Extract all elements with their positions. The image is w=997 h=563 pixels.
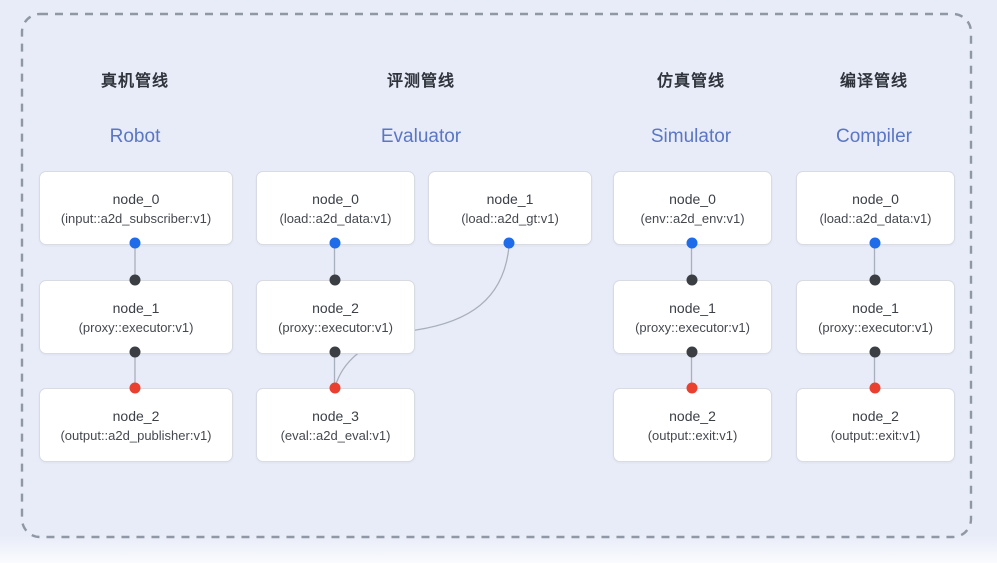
output-port-dot-blue: [329, 237, 340, 249]
node-box-simulator-0: node_0 (env::a2d_env:v1): [613, 171, 772, 245]
node-title: node_1: [486, 190, 534, 207]
pipeline-cn-title-simulator: 仿真管线: [656, 73, 726, 90]
input-port-dot-red: [869, 382, 880, 394]
node-title: node_3: [312, 407, 359, 424]
pipeline-en-title-simulator: Simulator: [650, 126, 732, 147]
node-subtitle: (proxy::executor:v1): [278, 319, 393, 335]
node-title: node_2: [112, 407, 160, 424]
node-subtitle: (input::a2d_subscriber:v1): [60, 210, 212, 226]
node-subtitle: (proxy::executor:v1): [818, 319, 933, 335]
pipeline-cn-title-evaluator: 评测管线: [386, 73, 456, 90]
input-port-dot-dark: [329, 274, 340, 286]
pipeline-cn-title-robot: 真机管线: [100, 73, 170, 90]
node-box-compiler-0: node_0 (load::a2d_data:v1): [796, 171, 955, 245]
node-box-robot-2: node_2 (output::a2d_publisher:v1): [39, 388, 233, 462]
node-title: node_2: [669, 407, 716, 424]
node-title: node_0: [852, 190, 899, 207]
node-title: node_1: [669, 299, 716, 316]
node-subtitle: (output::a2d_publisher:v1): [60, 427, 212, 443]
node-box-compiler-2: node_2 (output::exit:v1): [796, 388, 955, 462]
node-subtitle: (output::exit:v1): [830, 427, 921, 443]
node-box-evaluator-0: node_0 (load::a2d_data:v1): [256, 171, 415, 245]
input-port-dot-red: [129, 382, 141, 394]
node-title: node_0: [312, 190, 359, 207]
output-port-dot-dark: [686, 346, 697, 358]
node-title: node_0: [112, 190, 160, 207]
pipeline-en-title-evaluator: Evaluator: [380, 126, 462, 147]
pipeline-en-title-robot: Robot: [109, 126, 161, 147]
node-title: node_2: [852, 407, 899, 424]
output-port-dot-blue: [686, 237, 697, 249]
pipeline-en-title-compiler: Compiler: [835, 126, 913, 147]
node-box-evaluator-3: node_3 (eval::a2d_eval:v1): [256, 388, 415, 462]
node-subtitle: (output::exit:v1): [647, 427, 738, 443]
output-port-dot-blue: [503, 237, 515, 249]
node-box-simulator-2: node_2 (output::exit:v1): [613, 388, 772, 462]
node-title: node_1: [852, 299, 899, 316]
output-port-dot-dark: [329, 346, 340, 358]
pipeline-cn-title-compiler: 编译管线: [839, 73, 909, 90]
node-box-evaluator-2: node_2 (proxy::executor:v1): [256, 280, 415, 354]
input-port-dot-dark: [129, 274, 141, 286]
connector-evaluator-1-3-curve: [335, 245, 510, 385]
output-port-dot-blue: [129, 237, 141, 249]
node-box-robot-1: node_1 (proxy::executor:v1): [39, 280, 233, 354]
input-port-dot-red: [686, 382, 697, 394]
node-subtitle: (eval::a2d_eval:v1): [280, 427, 391, 443]
node-title: node_0: [669, 190, 716, 207]
node-box-robot-0: node_0 (input::a2d_subscriber:v1): [39, 171, 233, 245]
node-subtitle: (load::a2d_gt:v1): [461, 210, 559, 226]
output-port-dot-blue: [869, 237, 880, 249]
input-port-dot-dark: [686, 274, 697, 286]
dashed-frame: [20, 12, 973, 539]
input-port-dot-red: [329, 382, 340, 394]
output-port-dot-dark: [129, 346, 141, 358]
node-box-compiler-1: node_1 (proxy::executor:v1): [796, 280, 955, 354]
input-port-dot-dark: [869, 274, 880, 286]
node-subtitle: (proxy::executor:v1): [635, 319, 750, 335]
node-box-simulator-1: node_1 (proxy::executor:v1): [613, 280, 772, 354]
node-subtitle: (env::a2d_env:v1): [640, 210, 745, 226]
node-subtitle: (load::a2d_data:v1): [819, 210, 932, 226]
node-title: node_1: [112, 299, 160, 316]
node-title: node_2: [312, 299, 359, 316]
output-port-dot-dark: [869, 346, 880, 358]
node-box-evaluator-1: node_1 (load::a2d_gt:v1): [428, 171, 592, 245]
node-subtitle: (load::a2d_data:v1): [279, 210, 392, 226]
node-subtitle: (proxy::executor:v1): [78, 319, 194, 335]
